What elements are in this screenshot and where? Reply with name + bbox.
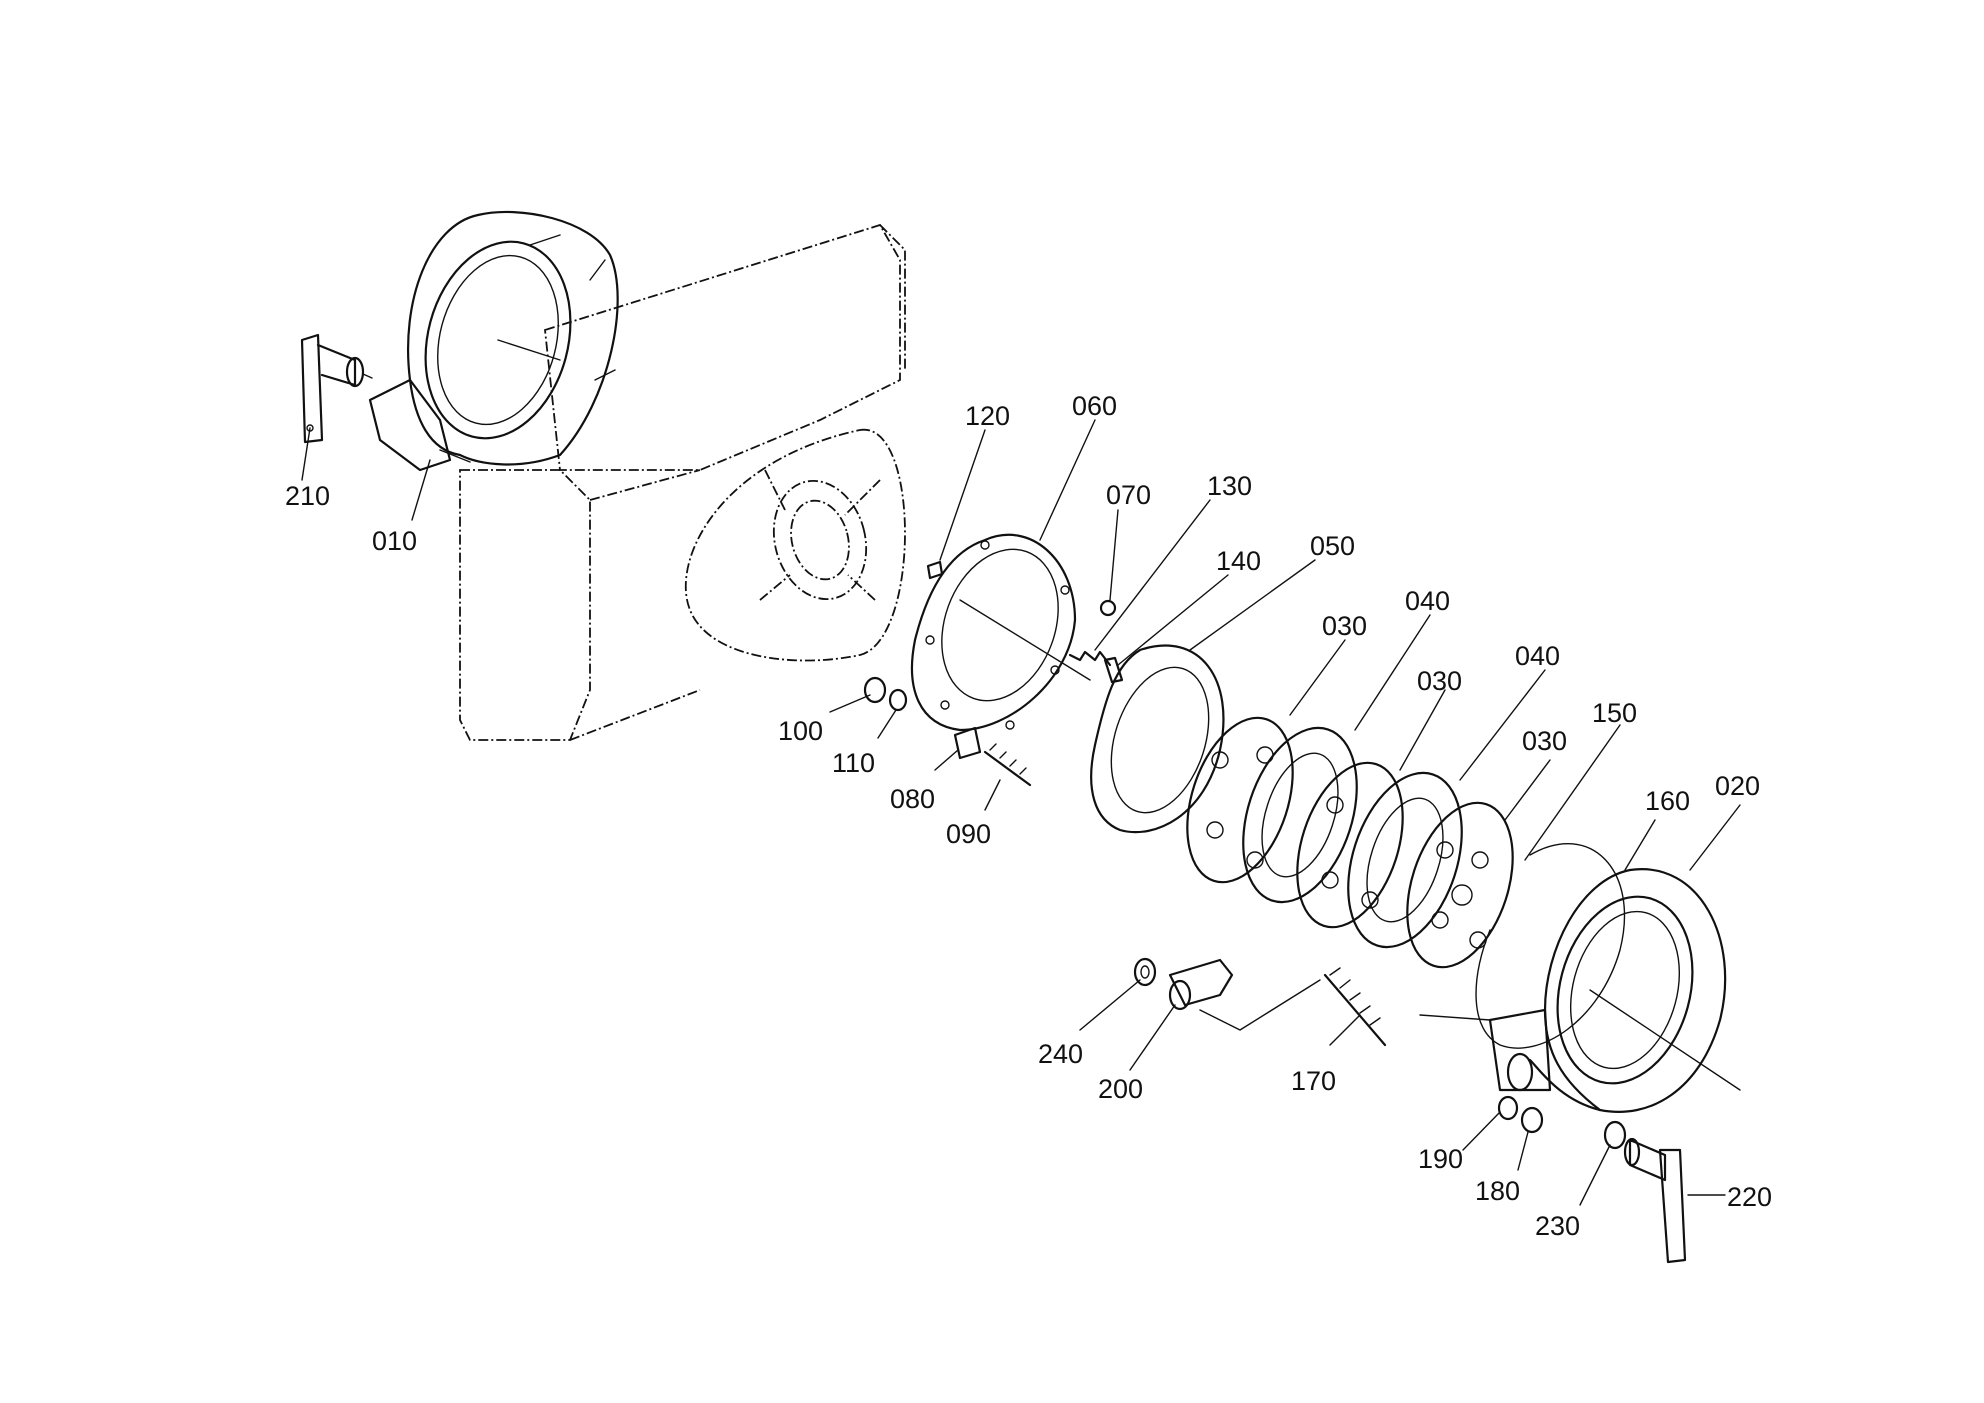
callout-190: 190: [1418, 1144, 1463, 1174]
stud-170: [1323, 967, 1387, 1047]
callout-030-a: 030: [1322, 611, 1367, 641]
callout-050: 050: [1310, 531, 1355, 561]
pin-120: [926, 560, 944, 580]
gasket-150: [1475, 843, 1626, 1049]
callout-040-a: 040: [1405, 586, 1450, 616]
callout-030-c: 030: [1522, 726, 1567, 756]
callout-180: 180: [1475, 1176, 1520, 1206]
transmission-case: [459, 223, 906, 741]
disc-040-1: [1242, 726, 1358, 904]
rear-housing-020: [1419, 868, 1741, 1113]
disc-030-2: [1296, 761, 1404, 929]
lever-210: [300, 333, 373, 444]
callout-170: 170: [1291, 1066, 1336, 1096]
callout-070: 070: [1106, 480, 1151, 510]
callout-040-b: 040: [1515, 641, 1560, 671]
callout-030-b: 030: [1417, 666, 1462, 696]
callout-080: 080: [890, 784, 935, 814]
callout-230: 230: [1535, 1211, 1580, 1241]
callout-220: 220: [1727, 1182, 1772, 1212]
callout-160: 160: [1645, 786, 1690, 816]
oring-230: [1603, 1120, 1627, 1150]
callout-150: 150: [1592, 698, 1637, 728]
leader-lines: [301, 419, 1741, 1206]
washer-190: [1497, 1095, 1519, 1121]
disc-040-2: [1347, 771, 1463, 949]
front-housing-010: [368, 210, 619, 472]
nut-180: [1520, 1106, 1544, 1134]
callout-210: 210: [285, 481, 330, 511]
callout-120: 120: [965, 401, 1010, 431]
pin-140: [1103, 656, 1124, 684]
callout-200: 200: [1098, 1074, 1143, 1104]
callout-labels: 210 010 120 060 070 130 140 050 030 040 …: [285, 391, 1772, 1241]
lever-220: [1623, 1137, 1687, 1264]
bolt-090: [983, 743, 1032, 787]
disc-030-1: [1186, 716, 1294, 884]
callout-010: 010: [372, 526, 417, 556]
disc-030-3: [1406, 801, 1514, 969]
plate-050: [1090, 644, 1225, 834]
arm-200: [1168, 958, 1321, 1031]
callout-060: 060: [1072, 391, 1117, 421]
washer-110: [888, 688, 908, 712]
callout-100: 100: [778, 716, 823, 746]
callout-240: 240: [1038, 1039, 1083, 1069]
callout-110: 110: [832, 748, 875, 778]
ball-070: [1099, 599, 1117, 617]
washer-240: [1133, 957, 1157, 987]
callout-090: 090: [946, 819, 991, 849]
callout-020: 020: [1715, 771, 1760, 801]
spring-130: [1068, 650, 1112, 667]
callout-130: 130: [1207, 471, 1252, 501]
callout-140: 140: [1216, 546, 1261, 576]
collar-080: [953, 726, 982, 760]
nut-100: [863, 676, 887, 704]
